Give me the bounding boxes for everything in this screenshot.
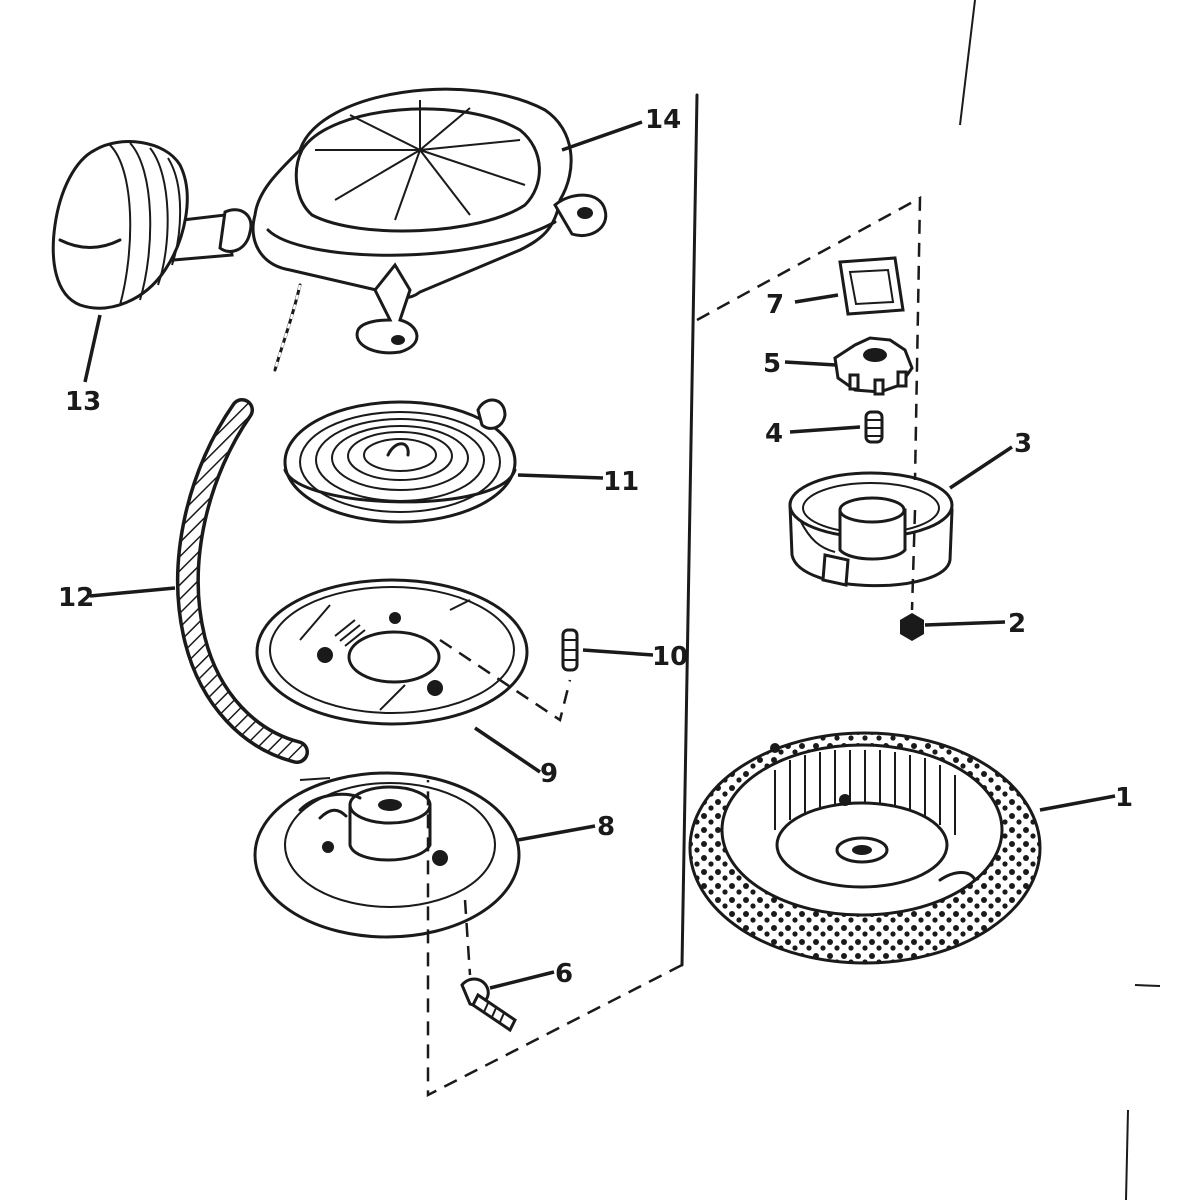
callout-3: 3 (1014, 429, 1032, 459)
starter-rope-part (176, 398, 309, 764)
callout-1: 1 (1115, 783, 1133, 813)
callout-8: 8 (597, 812, 615, 842)
starter-housing-part (251, 87, 608, 372)
leader-lines (83, 120, 1116, 990)
scan-marks (959, 0, 1161, 1200)
callout-6: 6 (555, 959, 573, 989)
callout-11: 11 (603, 467, 639, 497)
friction-plate-part (255, 578, 529, 726)
callout-4: 4 (765, 419, 783, 449)
callout-14: 14 (645, 105, 681, 135)
rewind-spring-part (283, 398, 517, 524)
callout-labels: 1 2 3 4 5 6 7 8 9 10 11 12 13 14 (58, 105, 1133, 989)
callout-10: 10 (652, 642, 688, 672)
nut-2-part (900, 613, 924, 641)
callout-12: 12 (58, 583, 94, 613)
starter-handle-part (51, 140, 253, 310)
assembly-alignment-lines (426, 93, 922, 1098)
flywheel-screen-part (688, 731, 1042, 965)
retainer-clip-part (838, 256, 905, 316)
center-bolt-part (864, 410, 884, 444)
starter-cup-part (788, 471, 954, 588)
callout-5: 5 (763, 349, 781, 379)
rope-pulley-part (253, 771, 521, 939)
callout-2: 2 (1008, 609, 1026, 639)
callout-9: 9 (540, 759, 558, 789)
callout-7: 7 (766, 290, 784, 320)
screw-6-part (460, 977, 517, 1033)
callout-13: 13 (65, 387, 101, 417)
starter-pawl-part (833, 336, 914, 396)
screw-10-part (561, 628, 579, 672)
